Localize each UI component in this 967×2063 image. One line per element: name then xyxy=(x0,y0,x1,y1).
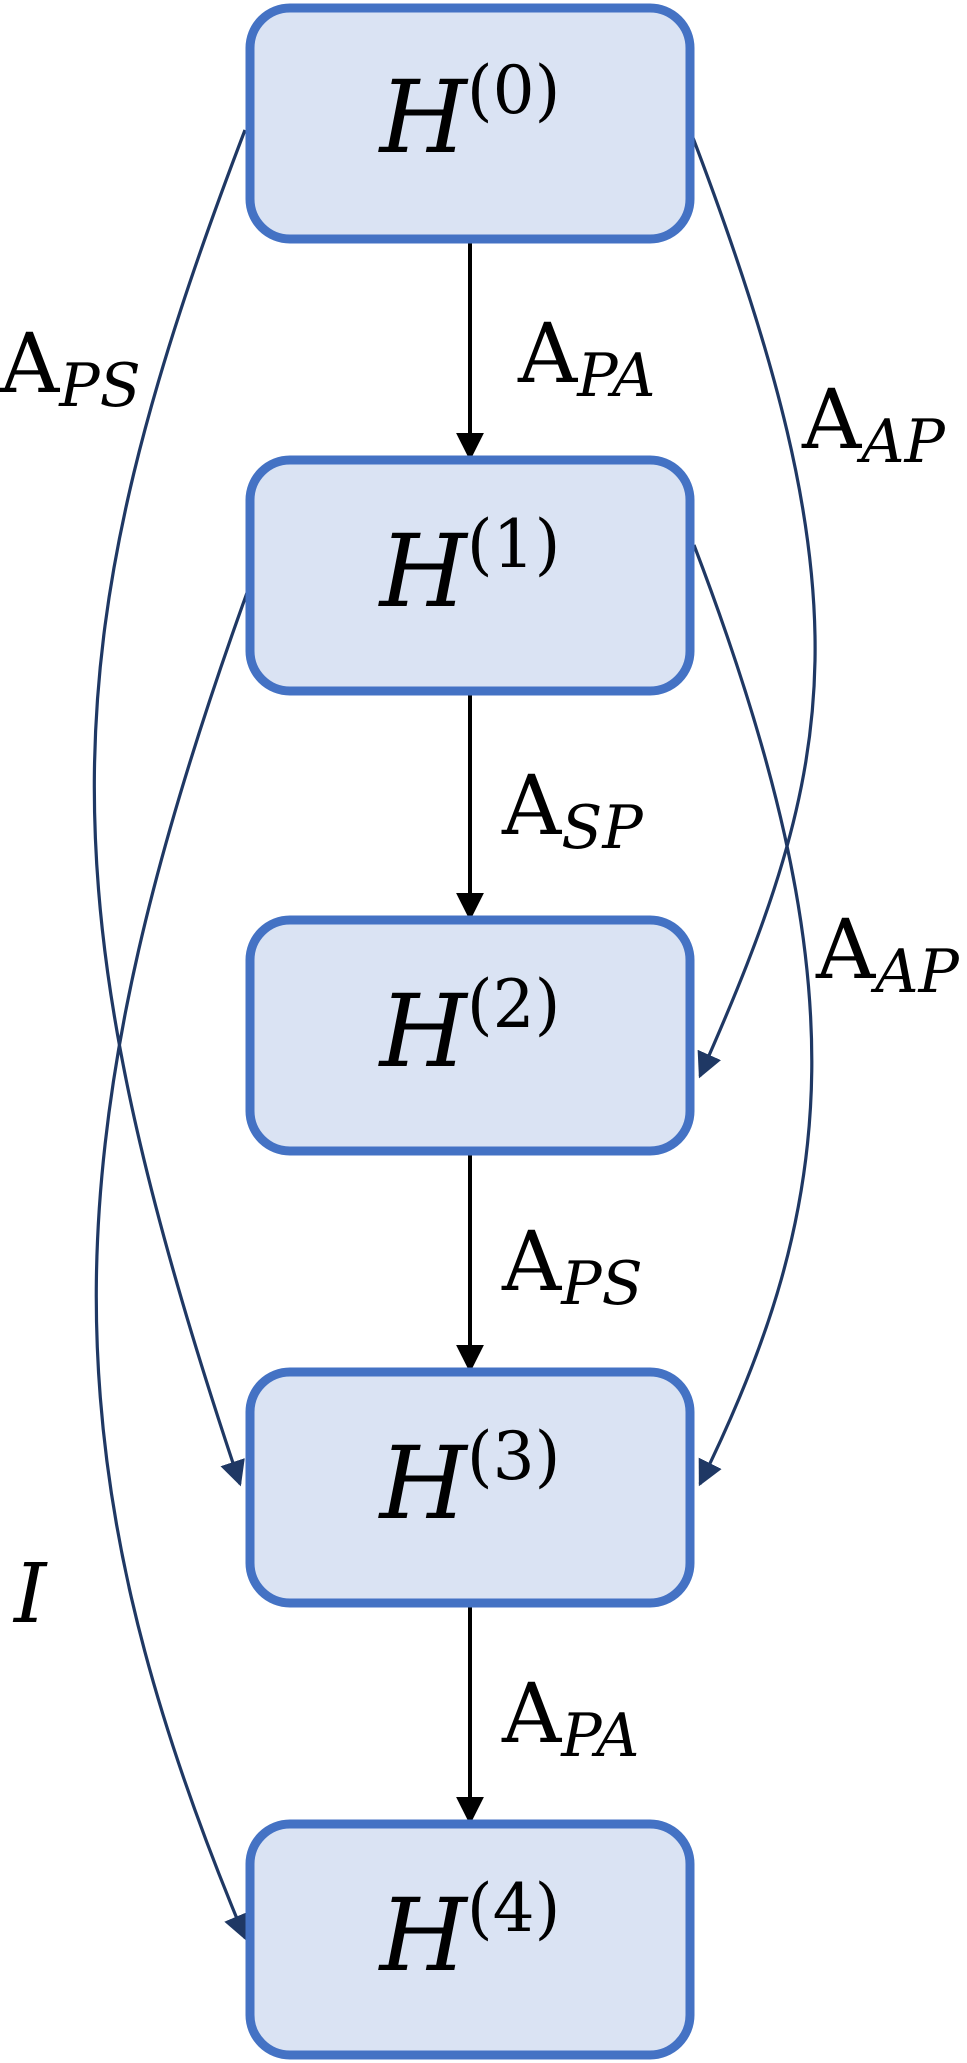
edge-label-h0-h3: APS xyxy=(0,317,141,421)
curve-arrow-h0-h2 xyxy=(688,129,817,1079)
node-h4-superscript: (4) xyxy=(467,1870,561,1947)
curve-arrow-h0-h3 xyxy=(92,129,247,1487)
svg-text:H(3): H(3) xyxy=(378,1418,561,1542)
node-h1-base: H xyxy=(378,513,469,630)
node-h2: H(2) xyxy=(245,915,695,1156)
node-h1-superscript: (1) xyxy=(467,506,561,583)
node-h3-superscript: (3) xyxy=(467,1418,561,1495)
curve-arrow-h1-h4 xyxy=(94,567,258,1941)
edge-label-h1-h4: I xyxy=(12,1547,48,1642)
svg-text:H(4): H(4) xyxy=(378,1870,561,1994)
edge-label-h0-h2: AAP xyxy=(801,373,947,477)
node-h1: H(1) xyxy=(245,455,695,696)
edge-label-h3-h4: APA xyxy=(501,1667,639,1771)
node-h0: H(0) xyxy=(245,3,695,244)
edge-label-h1-h2: ASP xyxy=(501,759,644,863)
curve-arrow-h1-h3 xyxy=(692,544,814,1487)
node-h2-base: H xyxy=(378,973,469,1090)
svg-text:H(0): H(0) xyxy=(378,52,561,176)
node-h0-base: H xyxy=(378,59,469,176)
node-h2-superscript: (2) xyxy=(467,966,561,1043)
node-h3-base: H xyxy=(378,1425,469,1542)
edge-label-h0-h1: APA xyxy=(517,307,655,411)
node-h0-superscript: (0) xyxy=(467,52,561,129)
edge-label-h2-h3: APS xyxy=(501,1215,643,1319)
node-h4: H(4) xyxy=(245,1819,695,2060)
svg-text:H(2): H(2) xyxy=(378,966,561,1090)
svg-text:H(1): H(1) xyxy=(378,506,561,630)
edge-label-h1-h3: AAP xyxy=(815,903,961,1007)
node-h4-base: H xyxy=(378,1877,469,1994)
node-h3: H(3) xyxy=(245,1367,695,1608)
